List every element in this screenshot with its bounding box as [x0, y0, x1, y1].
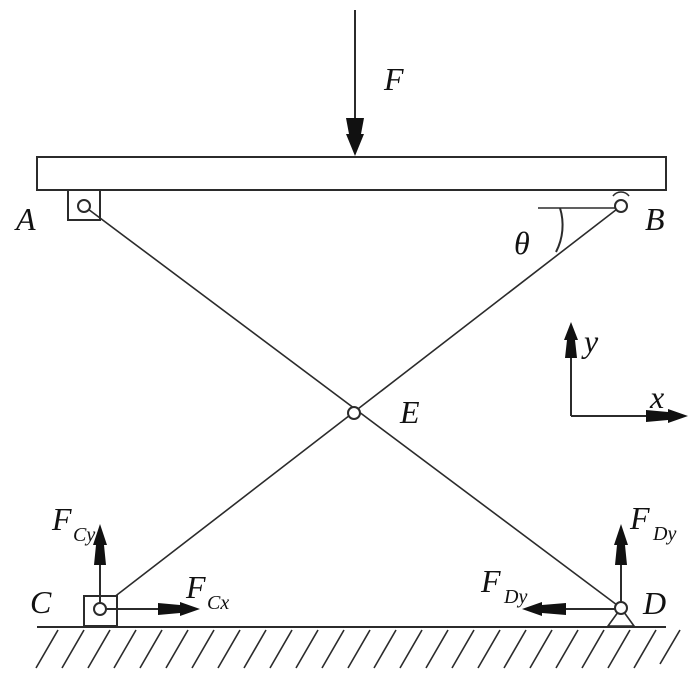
fcy-subscript: Cy — [73, 524, 95, 546]
fdy-left-subscript: Dy — [503, 586, 527, 608]
fdy-left-label: F — [480, 563, 501, 599]
pin-b — [614, 199, 628, 213]
fcx-label: F — [185, 569, 206, 605]
axis-x-label: x — [649, 379, 664, 415]
fdy-left-arrow-head — [522, 602, 566, 616]
axis-y-label: y — [581, 323, 599, 359]
pin-e — [347, 406, 361, 420]
point-d-label: D — [642, 585, 666, 621]
pin-a — [77, 199, 91, 213]
pin-b-bracket — [612, 191, 630, 197]
axis-x-arrow — [646, 409, 688, 423]
fdy-up-label: F — [629, 500, 650, 536]
ground-hatching — [35, 629, 681, 669]
pin-d — [614, 601, 628, 615]
fdy-up-arrow-head — [614, 524, 628, 565]
load-arrow-head — [346, 118, 364, 156]
link-b-c — [99, 205, 622, 609]
fcx-subscript: Cx — [207, 592, 229, 614]
axis-y-arrow — [564, 322, 578, 358]
angle-arc — [555, 207, 564, 253]
point-a-label: A — [14, 201, 36, 237]
fdy-up-subscript: Dy — [652, 523, 676, 545]
fcy-label: F — [51, 501, 72, 537]
point-b-label: B — [645, 201, 665, 237]
point-c-label: C — [30, 584, 52, 620]
angle-theta-label: θ — [514, 225, 530, 261]
top-platform — [36, 156, 667, 191]
fcy-arrow-head — [93, 524, 107, 565]
pin-c — [93, 602, 107, 616]
force-f-label: F — [383, 61, 404, 97]
point-e-label: E — [399, 394, 420, 430]
fcx-arrow-head — [158, 602, 200, 616]
